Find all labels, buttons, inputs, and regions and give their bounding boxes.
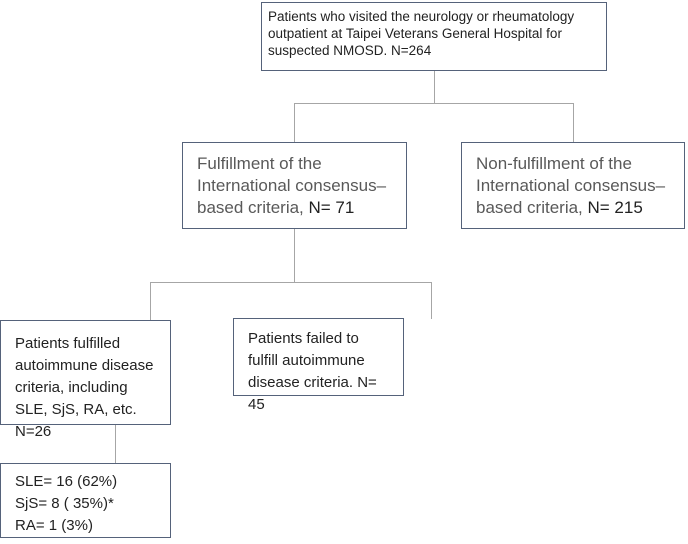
breakdown-sjs: SjS= 8 ( 35%)* xyxy=(15,495,114,512)
root-text: Patients who visited the neurology or rh… xyxy=(268,9,575,58)
connector-split-1 xyxy=(294,103,574,104)
breakdown-ra: RA= 1 (3%) xyxy=(15,517,93,534)
autoimmune-text: Patients fulfilled autoimmune disease cr… xyxy=(15,335,154,440)
autoimmune-box: Patients fulfilled autoimmune disease cr… xyxy=(0,320,171,440)
fulfillment-count: N= 71 xyxy=(303,198,355,217)
connector-to-no-autoimmune xyxy=(431,282,432,319)
connector-autoimmune-down xyxy=(115,424,116,463)
non-fulfillment-box: Non-fulfillment of the International con… xyxy=(461,142,685,229)
connector-root-down xyxy=(434,70,435,103)
connector-to-autoimmune xyxy=(150,282,151,320)
connector-fulfill-down xyxy=(294,228,295,282)
no-autoimmune-text: Patients failed to fulfill autoimmune di… xyxy=(248,330,377,413)
non-fulfillment-text: Non-fulfillment of the International con… xyxy=(476,153,670,219)
fulfillment-text: Fulfillment of the International consens… xyxy=(197,153,392,219)
breakdown-sle: SLE= 16 (62%) xyxy=(15,473,118,490)
non-fulfillment-count: N= 215 xyxy=(582,198,643,217)
no-autoimmune-box: Patients failed to fulfill autoimmune di… xyxy=(233,318,404,413)
connector-split-2 xyxy=(150,282,432,283)
non-fulfillment-label: Non-fulfillment of the International con… xyxy=(476,154,666,217)
fulfillment-box: Fulfillment of the International consens… xyxy=(182,142,407,229)
connector-to-fulfill xyxy=(294,103,295,142)
connector-to-nonfulfill xyxy=(573,103,574,142)
fulfillment-label: Fulfillment of the International consens… xyxy=(197,154,387,217)
root-box: Patients who visited the neurology or rh… xyxy=(261,2,607,71)
breakdown-box: SLE= 16 (62%) SjS= 8 ( 35%)* RA= 1 (3%) xyxy=(0,463,171,538)
